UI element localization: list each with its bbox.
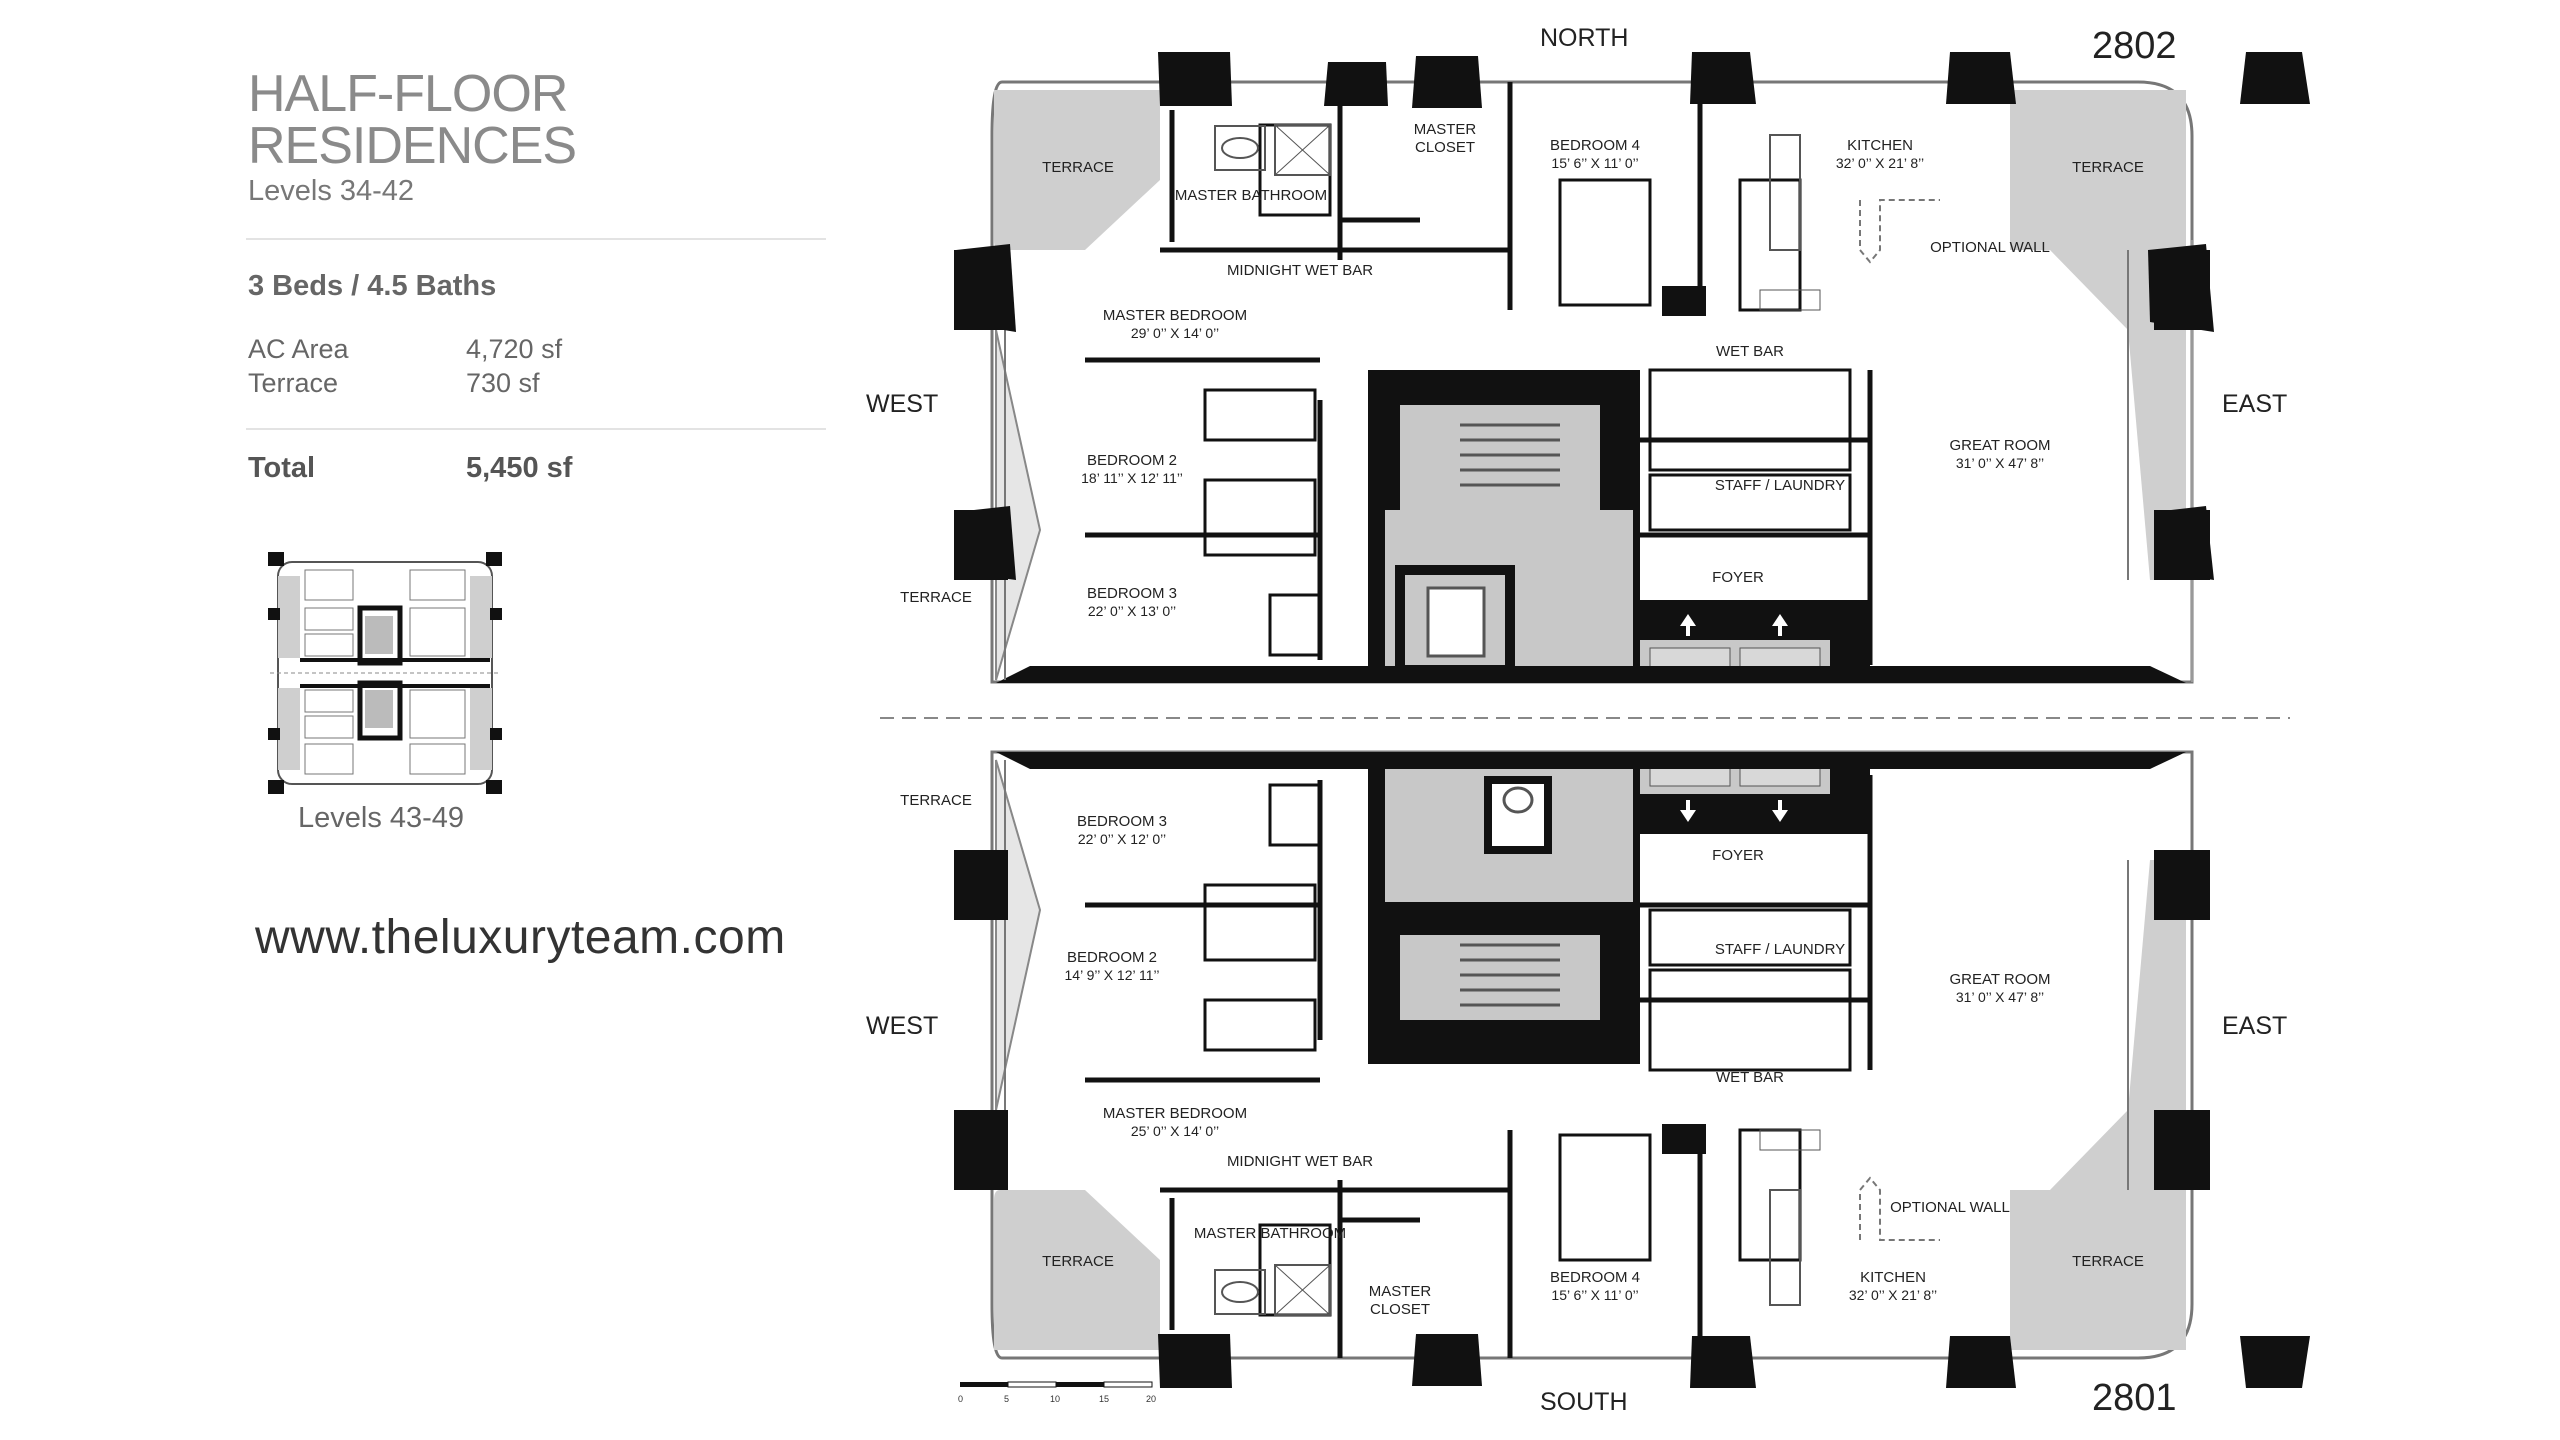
- total-value: 5,450 sf: [466, 452, 573, 484]
- scale-label: 5: [1004, 1394, 1009, 1404]
- label-bedroom-2: BEDROOM 2: [1067, 949, 1157, 966]
- unit-2801-plan: [954, 750, 2310, 1388]
- dim-master-bedroom: 29’ 0’’ X 14’ 0’’: [1131, 325, 1219, 341]
- label-terrace: TERRACE: [2072, 1253, 2144, 1270]
- scale-bar: 0 5 10 15 20: [958, 1381, 1156, 1404]
- dim-great-room: 31’ 0’’ X 47’ 8’’: [1956, 455, 2044, 471]
- label-master-closet: CLOSET: [1370, 1301, 1430, 1318]
- page-title: HALF-FLOOR RESIDENCES: [248, 65, 577, 175]
- dim-bedroom-4: 15’ 6’’ X 11’ 0’’: [1551, 1287, 1638, 1303]
- ac-area-label: AC Area: [248, 334, 349, 364]
- dim-master-bedroom: 25’ 0’’ X 14’ 0’’: [1131, 1123, 1219, 1139]
- website-link[interactable]: www.theluxuryteam.com: [255, 911, 786, 964]
- label-bedroom-4: BEDROOM 4: [1550, 1269, 1640, 1286]
- dim-bedroom-2: 18’ 11’’ X 12’ 11’’: [1081, 470, 1183, 486]
- terrace-west-wedge: [995, 759, 1042, 1111]
- label-optional-wall: OPTIONAL WALL: [1890, 1199, 2010, 1216]
- label-foyer: FOYER: [1712, 569, 1764, 586]
- compass-west-bottom: WEST: [866, 1012, 938, 1040]
- label-bedroom-4: BEDROOM 4: [1550, 137, 1640, 154]
- label-master-bathroom: MASTER BATHROOM: [1194, 1225, 1346, 1242]
- label-kitchen: KITCHEN: [1860, 1269, 1926, 1286]
- label-great-room: GREAT ROOM: [1949, 971, 2050, 988]
- label-master-closet: MASTER: [1369, 1283, 1432, 1300]
- total-label: Total: [248, 452, 316, 484]
- terrace-sw: [994, 1190, 1160, 1350]
- compass-north: NORTH: [1540, 24, 1628, 52]
- scale-label: 15: [1099, 1394, 1109, 1404]
- title-line-1: HALF-FLOOR: [248, 65, 568, 123]
- label-bedroom-3: BEDROOM 3: [1087, 585, 1177, 602]
- compass-east-top: EAST: [2222, 390, 2287, 418]
- label-terrace: TERRACE: [2072, 159, 2144, 176]
- label-master-bedroom: MASTER BEDROOM: [1103, 307, 1247, 324]
- unit-number-top: 2802: [2092, 25, 2177, 67]
- dim-bedroom-3: 22’ 0’’ X 13’ 0’’: [1088, 603, 1176, 619]
- title-line-2: RESIDENCES: [248, 117, 577, 175]
- label-bedroom-2: BEDROOM 2: [1087, 452, 1177, 469]
- scale-label: 10: [1050, 1394, 1060, 1404]
- label-kitchen: KITCHEN: [1847, 137, 1913, 154]
- divider: [246, 428, 826, 430]
- label-terrace: TERRACE: [1042, 1253, 1114, 1270]
- label-midnight-wet-bar: MIDNIGHT WET BAR: [1227, 262, 1373, 279]
- levels-subtitle: Levels 34-42: [248, 175, 415, 207]
- label-foyer: FOYER: [1712, 847, 1764, 864]
- dim-kitchen: 32’ 0’’ X 21’ 8’’: [1849, 1287, 1937, 1303]
- beds-baths: 3 Beds / 4.5 Baths: [248, 270, 497, 302]
- ac-area-value: 4,720 sf: [466, 334, 563, 364]
- divider: [246, 238, 826, 240]
- dim-bedroom-3: 22’ 0’’ X 12’ 0’’: [1078, 831, 1166, 847]
- label-bedroom-3: BEDROOM 3: [1077, 813, 1167, 830]
- label-master-closet: CLOSET: [1415, 139, 1475, 156]
- terrace-label: Terrace: [248, 368, 339, 398]
- label-terrace: TERRACE: [900, 792, 972, 809]
- label-optional-wall: OPTIONAL WALL: [1930, 239, 2050, 256]
- label-wet-bar: WET BAR: [1716, 343, 1784, 360]
- label-staff-laundry: STAFF / LAUNDRY: [1715, 477, 1845, 494]
- dim-bedroom-2: 14’ 9’’ X 12’ 11’’: [1065, 967, 1160, 983]
- scale-label: 20: [1146, 1394, 1156, 1404]
- scale-label: 0: [958, 1394, 963, 1404]
- structural-columns: [954, 850, 2310, 1388]
- terrace-se: [2010, 860, 2186, 1350]
- terrace-value: 730 sf: [466, 368, 540, 398]
- compass-east-bottom: EAST: [2222, 1012, 2287, 1040]
- label-great-room: GREAT ROOM: [1949, 437, 2050, 454]
- label-midnight-wet-bar: MIDNIGHT WET BAR: [1227, 1153, 1373, 1170]
- dim-bedroom-4: 15’ 6’’ X 11’ 0’’: [1551, 155, 1638, 171]
- mini-key-plan: [268, 552, 502, 794]
- label-staff-laundry: STAFF / LAUNDRY: [1715, 941, 1845, 958]
- unit-number-bottom: 2801: [2092, 1377, 2177, 1419]
- compass-south: SOUTH: [1540, 1388, 1628, 1416]
- label-wet-bar: WET BAR: [1716, 1069, 1784, 1086]
- label-terrace: TERRACE: [900, 589, 972, 606]
- label-terrace: TERRACE: [1042, 159, 1114, 176]
- unit-2802-plan: [954, 52, 2310, 684]
- dim-great-room: 31’ 0’’ X 47’ 8’’: [1956, 989, 2044, 1005]
- mini-plan-levels: Levels 43-49: [298, 802, 465, 834]
- label-master-bedroom: MASTER BEDROOM: [1103, 1105, 1247, 1122]
- dim-kitchen: 32’ 0’’ X 21’ 8’’: [1836, 155, 1924, 171]
- terrace-ne: [2010, 90, 2186, 580]
- terrace-west-wedge: [995, 329, 1042, 681]
- label-master-bathroom: MASTER BATHROOM: [1175, 187, 1327, 204]
- label-master-closet: MASTER: [1414, 121, 1477, 138]
- terrace-nw: [994, 90, 1160, 250]
- compass-west-top: WEST: [866, 390, 938, 418]
